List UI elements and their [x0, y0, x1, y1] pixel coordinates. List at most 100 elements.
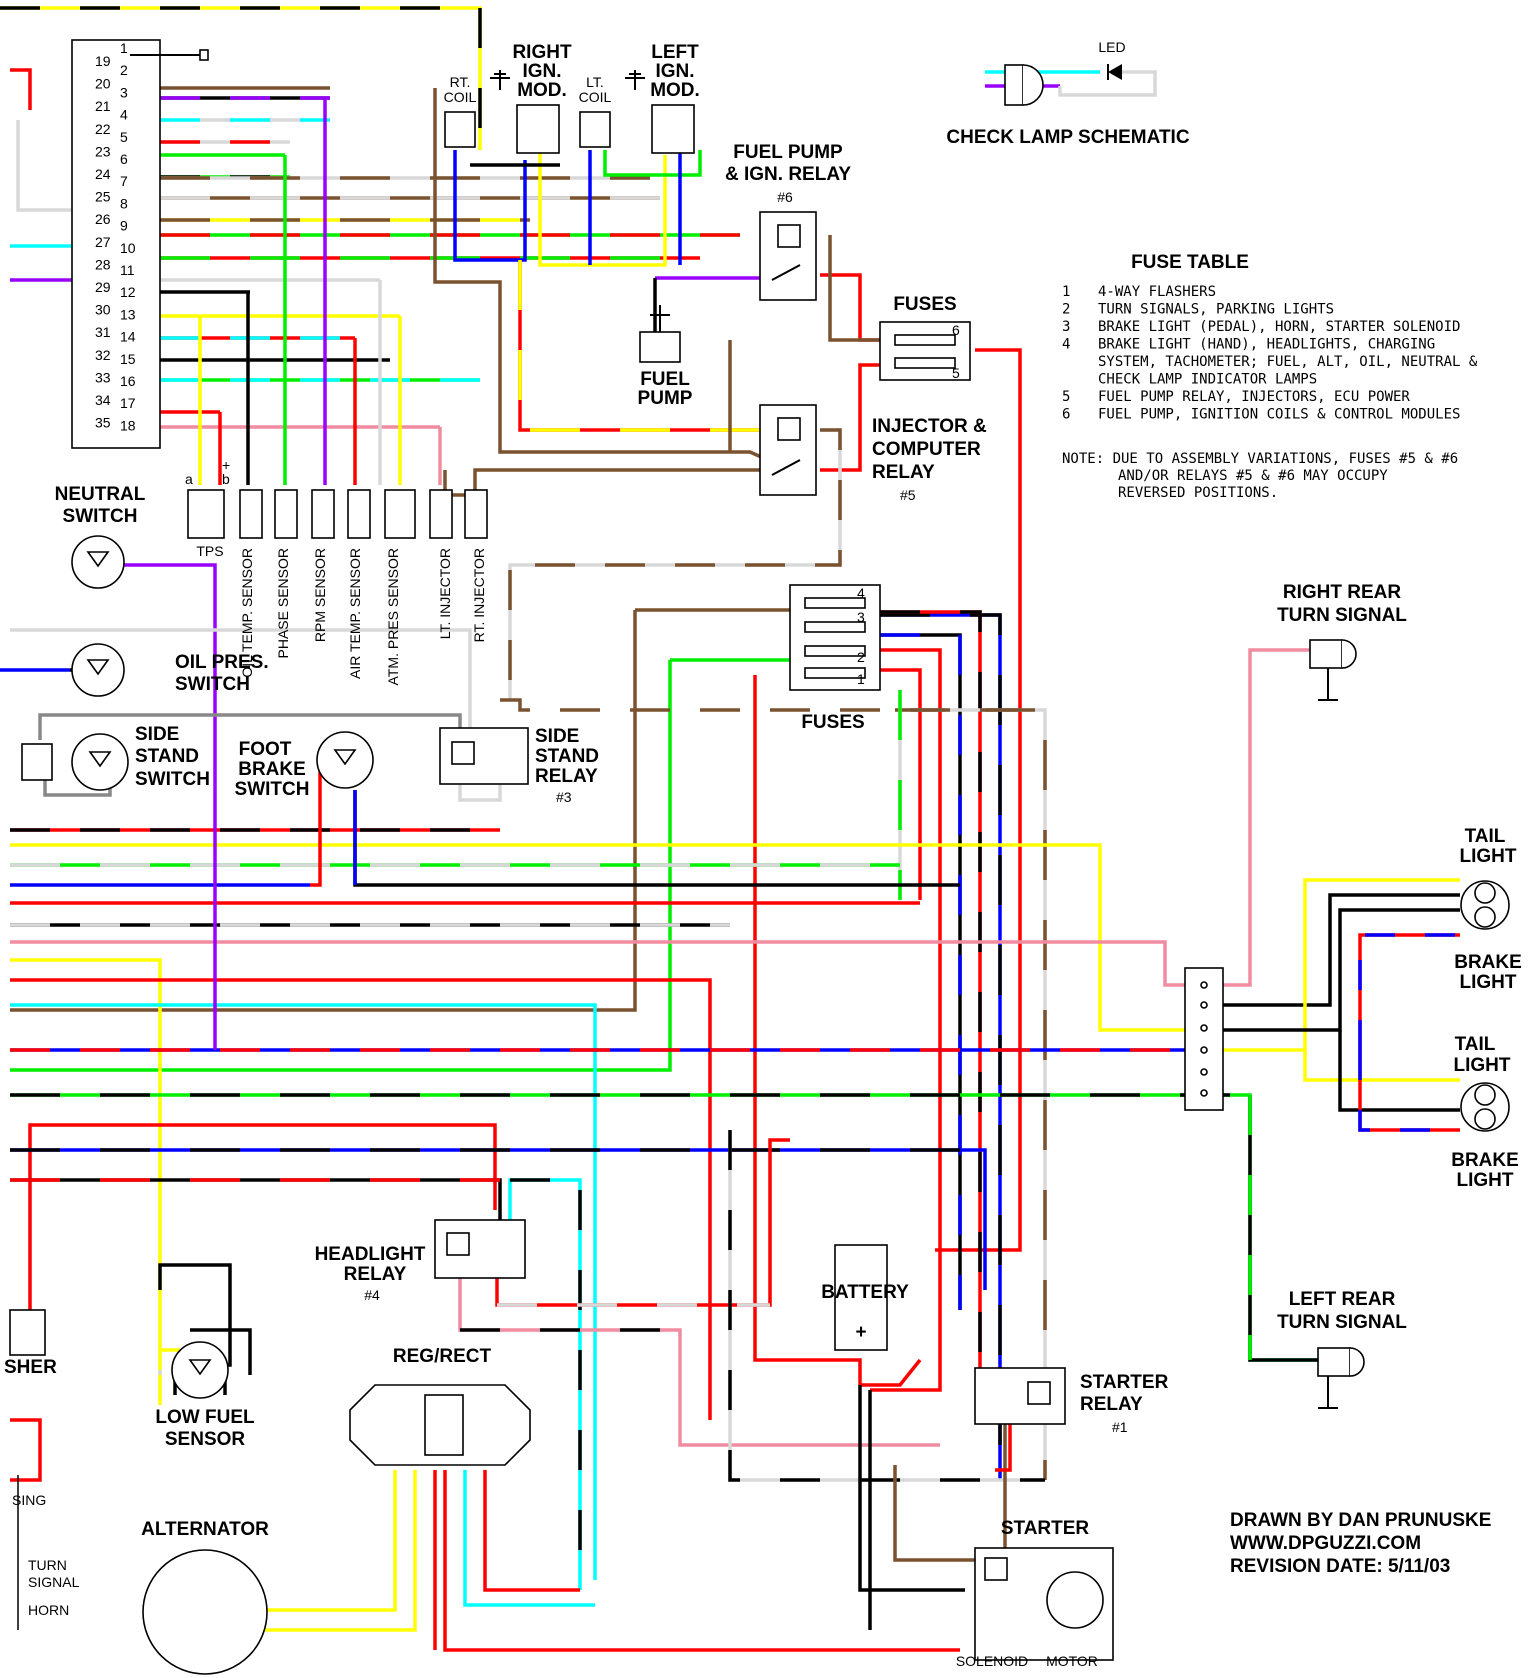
connector-pin-left: 20: [95, 76, 111, 92]
check-lamp-label: CHECK LAMP SCHEMATIC: [946, 127, 1189, 148]
fuses-top-label: FUSES: [893, 294, 956, 315]
connector-pin-left: 27: [95, 234, 111, 250]
fuse-table-description: FUEL PUMP, IGNITION COILS & CONTROL MODU…: [1098, 407, 1460, 423]
sensor-label: RPM SENSOR: [312, 548, 328, 642]
connector-pin-right: 10: [120, 240, 136, 256]
right-ign-mod: RIGHT IGN. MOD.: [512, 42, 572, 154]
led-label: LED: [1098, 39, 1125, 55]
connector-pin-left: 35: [95, 415, 111, 431]
fuse-table-note-line: AND/OR RELAYS #5 & #6 MAY OCCUPY: [1118, 468, 1388, 484]
injector-relay-label-3: RELAY: [872, 462, 935, 483]
tail-light-lower: TAIL LIGHT BRAKE LIGHT: [1451, 1034, 1519, 1191]
tps-label: TPS: [196, 543, 223, 559]
side-stand-switch: SIDE STAND SWITCH: [21, 724, 210, 791]
headlight-relay: HEADLIGHT RELAY #4: [315, 1219, 526, 1303]
motor-label: MOTOR: [1046, 1653, 1098, 1669]
connector-pin-right: 5: [120, 129, 128, 145]
horn-fragment-label: SING: [12, 1492, 46, 1508]
right-rear-turn-signal: RIGHT REAR TURN SIGNAL: [1277, 582, 1407, 701]
horn-label: HORN: [28, 1602, 69, 1618]
neutral-switch: NEUTRAL SWITCH: [55, 484, 146, 589]
connector-pin-left: 23: [95, 143, 111, 159]
starter-relay-label-3: #1: [1112, 1419, 1128, 1435]
neutral-switch-label-2: SWITCH: [63, 506, 138, 527]
fuel-pump-label-1: FUEL: [640, 369, 690, 390]
connector-pin-left: 33: [95, 369, 111, 385]
neutral-switch-label-1: NEUTRAL: [55, 484, 146, 505]
fuel-pump-label-2: PUMP: [638, 388, 693, 409]
injector-relay: INJECTOR & COMPUTER RELAY #5: [759, 404, 987, 503]
battery-plus-icon: +: [855, 1322, 866, 1343]
fuse-table-title: FUSE TABLE: [1131, 252, 1249, 273]
fuse-table-description: BRAKE LIGHT (HAND), HEADLIGHTS, CHARGING: [1098, 337, 1435, 353]
right-rear-turn-label-1: RIGHT REAR: [1283, 582, 1402, 603]
left-ign-mod-label-3: MOD.: [650, 80, 700, 101]
side-stand-switch-label-2: STAND: [135, 746, 199, 767]
left-rear-turn-label-2: TURN SIGNAL: [1277, 1312, 1407, 1333]
injector-relay-label-1: INJECTOR &: [872, 416, 987, 437]
low-fuel-sensor: LOW FUEL SENSOR: [155, 1341, 255, 1450]
tail-light-upper-label-2: LIGHT: [1460, 846, 1517, 867]
side-stand-relay: SIDE STAND RELAY #3: [439, 726, 599, 805]
left-ign-mod-label-1: LEFT: [651, 42, 699, 63]
reg-rect-label: REG/RECT: [393, 1346, 492, 1367]
connector-pin-left: 25: [95, 189, 111, 205]
fuse-table-number: 6: [1062, 407, 1070, 423]
oil-pres-switch-label-2: SWITCH: [175, 674, 250, 695]
connector-pin-left: 29: [95, 279, 111, 295]
fuse-top-num-5: 5: [952, 365, 960, 381]
connector-pin-left: 31: [95, 324, 111, 340]
connector-pin-left: 19: [95, 53, 111, 69]
starter-label: STARTER: [1001, 1518, 1090, 1539]
fuse-main-num-4: 4: [857, 585, 865, 601]
fuse-table-description: TURN SIGNALS, PARKING LIGHTS: [1098, 302, 1334, 318]
fuel-pump: FUEL PUMP: [638, 305, 693, 409]
connector-pin-right: 2: [120, 62, 128, 78]
connector-pin-right: 16: [120, 373, 136, 389]
tail-light-lower-label-2: LIGHT: [1454, 1055, 1511, 1076]
headlight-relay-label-1: HEADLIGHT: [315, 1244, 426, 1265]
reg-rect: REG/RECT: [349, 1346, 531, 1466]
battery: BATTERY +: [821, 1244, 909, 1351]
fuse-table-number: 4: [1062, 337, 1070, 353]
foot-brake-switch-label-3: SWITCH: [235, 779, 310, 800]
connector-pin-right: 7: [120, 173, 128, 189]
fuse-table-note-line: REVERSED POSITIONS.: [1118, 485, 1278, 501]
brake-light-upper-label-1: BRAKE: [1454, 952, 1522, 973]
ground-icon: [490, 70, 645, 90]
low-fuel-sensor-label-2: SENSOR: [165, 1429, 246, 1450]
fuse-top-num-6: 6: [952, 322, 960, 338]
side-stand-switch-label-1: SIDE: [135, 724, 179, 745]
side-stand-relay-label-4: #3: [556, 789, 572, 805]
connector-pin-right: 14: [120, 329, 136, 345]
brake-light-upper-label-2: LIGHT: [1460, 972, 1517, 993]
wiring-harness: [0, 6, 1460, 1652]
tps: [187, 489, 225, 539]
sensor-label: ATM. PRES SENSOR: [385, 548, 401, 685]
turn-label: TURN: [28, 1557, 67, 1573]
connector-pin-right: 11: [120, 262, 135, 278]
alternator: ALTERNATOR: [141, 1519, 269, 1675]
fuse-table-number: 2: [1062, 302, 1070, 318]
fuel-pump-relay-label-3: #6: [777, 189, 793, 205]
starter-relay-label-2: RELAY: [1080, 1394, 1143, 1415]
left-rear-turn-label-1: LEFT REAR: [1289, 1289, 1396, 1310]
connector-pin-left: 28: [95, 256, 111, 272]
sensor-label: RT. INJECTOR: [471, 548, 487, 642]
connector-pin-right: 12: [120, 284, 136, 300]
connector-pin-right: 1: [120, 40, 128, 56]
fuse-main-num-1: 1: [857, 671, 865, 687]
brake-light-lower-label-2: LIGHT: [1457, 1170, 1514, 1191]
alternator-label: ALTERNATOR: [141, 1519, 269, 1540]
fuse-table-description: BRAKE LIGHT (PEDAL), HORN, STARTER SOLEN…: [1098, 319, 1460, 335]
fuel-pump-relay-label-1: FUEL PUMP: [733, 142, 843, 163]
fuse-table-number: 5: [1062, 389, 1070, 405]
tail-light-lower-label-1: TAIL: [1455, 1034, 1496, 1055]
right-ign-mod-label-2: IGN.: [522, 61, 561, 82]
fuse-table-note: NOTE: DUE TO ASSEMBLY VARIATIONS, FUSES …: [1062, 451, 1458, 501]
